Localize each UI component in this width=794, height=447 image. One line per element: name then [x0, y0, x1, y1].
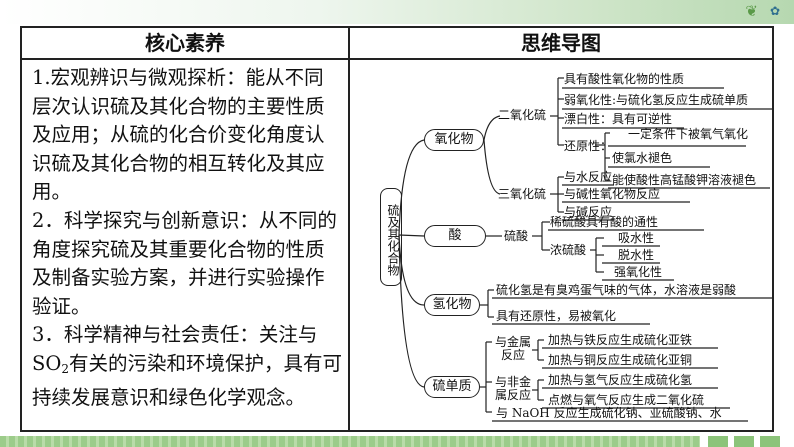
sulfur-iron: 加热与铁反应生成硫化亚铁: [548, 333, 693, 347]
node-acid: 酸: [424, 225, 486, 247]
hydrogen-sulfide-reducing: 具有还原性，易被氧化: [496, 309, 617, 323]
literacy-point-3-start: 3．科学精神与社会责任：关注与: [32, 323, 318, 347]
sulfuric-acid-label: 硫酸: [504, 229, 529, 243]
conc-acid-oxidizing: 强氧化性: [614, 265, 663, 279]
connector-root-hydride: [398, 234, 425, 306]
literacy-point-3: 3．科学精神与社会责任：关注与 SO2有关的污染和环境保护，具有可持续发展意识和绿…: [32, 321, 342, 412]
conc-acid-water-absorbing: 吸水性: [618, 231, 655, 245]
header-mind-map: 思维导图: [350, 28, 772, 60]
node-oxides: 氧化物: [424, 129, 484, 151]
top-decor-band: ❦ ✿: [0, 0, 794, 24]
header-core-literacy: 核心素养: [22, 28, 350, 60]
literacy-point-2: 2．科学探究与创新意识：从不同的角度探究硫及其重要化合物的性质及制备实验方案，并…: [32, 208, 337, 318]
connector-root-oxides: [398, 139, 425, 236]
bottom-square: [760, 436, 780, 447]
sulfur-hydrogen: 加热与氢气反应生成硫化氢: [548, 373, 693, 387]
conc-acid-dehydrating: 脱水性: [618, 248, 655, 262]
hydrogen-sulfide-property: 硫化氢是有臭鸡蛋气味的气体，水溶液是弱酸: [496, 283, 737, 297]
mind-map: 硫及其化合物 氧化物 酸 氢化物 硫单质 二氧化硫 具有酸性氧化物的性质 弱氧化…: [352, 60, 772, 430]
dilute-sulfuric-acid: 稀硫酸具有酸的通性: [550, 215, 659, 229]
so2-reducing-permanganate: 能使酸性高锰酸钾溶液褪色: [612, 173, 757, 187]
so2-reducing-chlorine-water: 使氯水褪色: [612, 151, 673, 165]
bottom-stripe: [0, 436, 700, 447]
so2-formula-subscript: 2: [61, 361, 69, 376]
node-sulfur: 硫单质: [424, 376, 480, 398]
mind-map-connectors: [398, 77, 772, 422]
so3-water: 与水反应: [564, 170, 613, 184]
so2-bleaching: 漂白性：具有可逆性: [564, 112, 673, 126]
so2-formula-main: SO: [32, 351, 62, 375]
connector-root-acid: [398, 234, 425, 237]
literacy-point-1: 1.宏观辨识与微观探析：能从不同层次认识硫及其化合物的主要性质及应用；从硫的化合…: [32, 66, 325, 204]
so3-basic-oxide: 与碱性氧化物反应: [564, 187, 661, 201]
mind-map-root: 硫及其化合物: [380, 188, 402, 286]
concentrated-sulfuric-acid: 浓硫酸: [550, 243, 587, 257]
so3-base: 与碱反应: [564, 205, 613, 219]
connector-oxides-so3: [483, 139, 501, 195]
sulfur-with-nonmetal: 与非金属反应: [494, 375, 531, 402]
connector-oxides-so2: [483, 115, 501, 141]
so2-weak-oxidizing: 弱氧化性:与硫化氢反应生成硫单质: [564, 93, 749, 107]
sulfur-with-metal: 与金属反应: [494, 335, 531, 362]
so2-acidic: 具有酸性氧化物的性质: [564, 72, 685, 86]
bottom-decor-band: [0, 436, 794, 447]
sulfur-oxygen: 点燃与氧气反应生成二氧化硫: [548, 393, 705, 407]
core-literacy-cell: 1.宏观辨识与微观探析：能从不同层次认识硫及其化合物的主要性质及应用；从硫的化合…: [22, 60, 350, 430]
literacy-point-3-end: 有关的污染和环境保护，具有可持续发展意识和绿色化学观念。: [32, 351, 343, 409]
summary-table: 核心素养 思维导图 1.宏观辨识与微观探析：能从不同层次认识硫及其化合物的主要性…: [20, 26, 774, 432]
sulfur-copper: 加热与铜反应生成硫化亚铜: [548, 353, 693, 367]
sulfur-naoh: 与 NaOH 反应生成硫化钠、亚硫酸钠、水: [496, 406, 722, 420]
node-hydride: 氢化物: [424, 294, 480, 316]
connector-root-sulfur: [398, 234, 425, 388]
so2-reducing-oxygen: 一定条件下被氧气氧化: [628, 127, 749, 141]
sprout-icon: ✿: [769, 4, 780, 18]
so2-label: 二氧化硫: [498, 108, 547, 122]
so2-formula: SO2: [32, 351, 69, 376]
bottom-square: [708, 436, 728, 447]
leaf-icon: ❦: [745, 2, 758, 20]
bottom-square: [734, 436, 754, 447]
so3-label: 三氧化硫: [498, 187, 547, 201]
so2-reducing: 还原性：: [564, 139, 613, 153]
